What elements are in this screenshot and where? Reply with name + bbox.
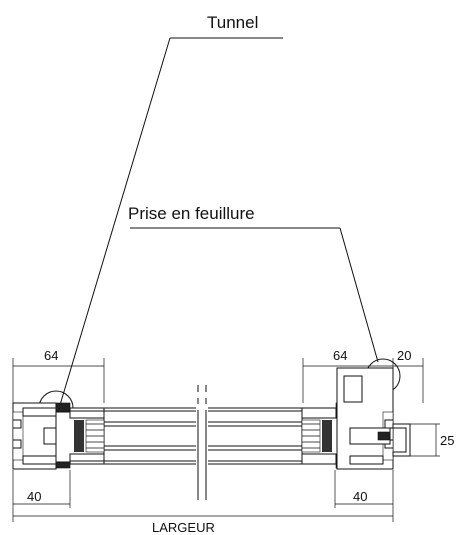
callout-rebate-leader	[339, 227, 379, 363]
left-sash-profile	[55, 407, 105, 465]
callout-rebate-label: Prise en feuillure	[128, 204, 255, 223]
break-lines	[197, 385, 207, 500]
glazing-left	[70, 407, 196, 465]
dim-40-left-label: 40	[27, 489, 41, 504]
dim-64-left-label: 64	[44, 348, 58, 363]
right-clip-profile	[392, 423, 411, 457]
dim-25-label: 25	[440, 433, 454, 448]
dim-64-right-label: 64	[333, 348, 347, 363]
callout-tunnel-label: Tunnel	[207, 13, 258, 32]
right-frame-profile	[336, 367, 394, 470]
dim-overall-label: LARGEUR	[152, 520, 215, 535]
left-frame-profile	[12, 402, 71, 470]
dim-20-label: 20	[397, 348, 411, 363]
callout-tunnel-leader	[59, 37, 171, 406]
dim-40-right-label: 40	[353, 489, 367, 504]
